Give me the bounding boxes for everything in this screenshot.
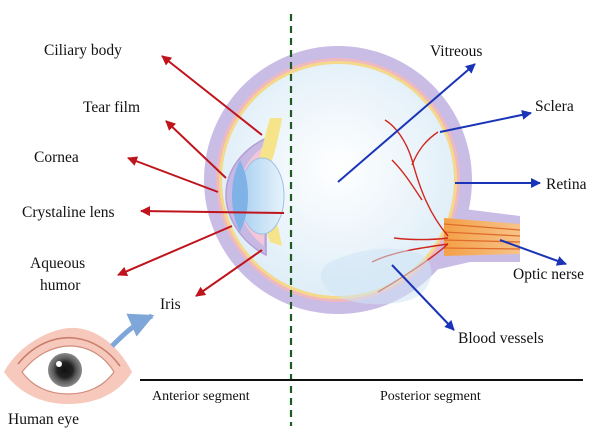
- pupil-highlight: [56, 361, 62, 367]
- eye-to-diagram-arrow: [112, 316, 152, 346]
- label-iris: Iris: [160, 296, 181, 313]
- label-aqueous-humor-1: Aqueous: [30, 255, 85, 272]
- label-cornea: Cornea: [34, 149, 79, 166]
- label-tear-film: Tear film: [83, 99, 140, 116]
- label-ciliary-body: Ciliary body: [44, 42, 122, 59]
- label-vitreous: Vitreous: [430, 43, 482, 60]
- label-blood-vessels: Blood vessels: [458, 330, 544, 347]
- eyeball: [204, 46, 520, 314]
- label-crystalline-lens: Crystaline lens: [22, 204, 115, 221]
- label-human-eye: Human eye: [8, 411, 79, 428]
- label-anterior-segment: Anterior segment: [152, 389, 250, 404]
- label-posterior-segment: Posterior segment: [380, 389, 481, 404]
- label-aqueous-humor-2: humor: [40, 277, 81, 294]
- optic-nerve: [444, 218, 520, 256]
- label-sclera: Sclera: [535, 98, 574, 115]
- human-eye-icon: [4, 316, 152, 404]
- iris-icon: [48, 353, 82, 387]
- label-retina: Retina: [546, 176, 587, 193]
- label-optic-nerve: Optic nerse: [513, 266, 584, 283]
- arrow-aqueous-humor: [118, 226, 232, 275]
